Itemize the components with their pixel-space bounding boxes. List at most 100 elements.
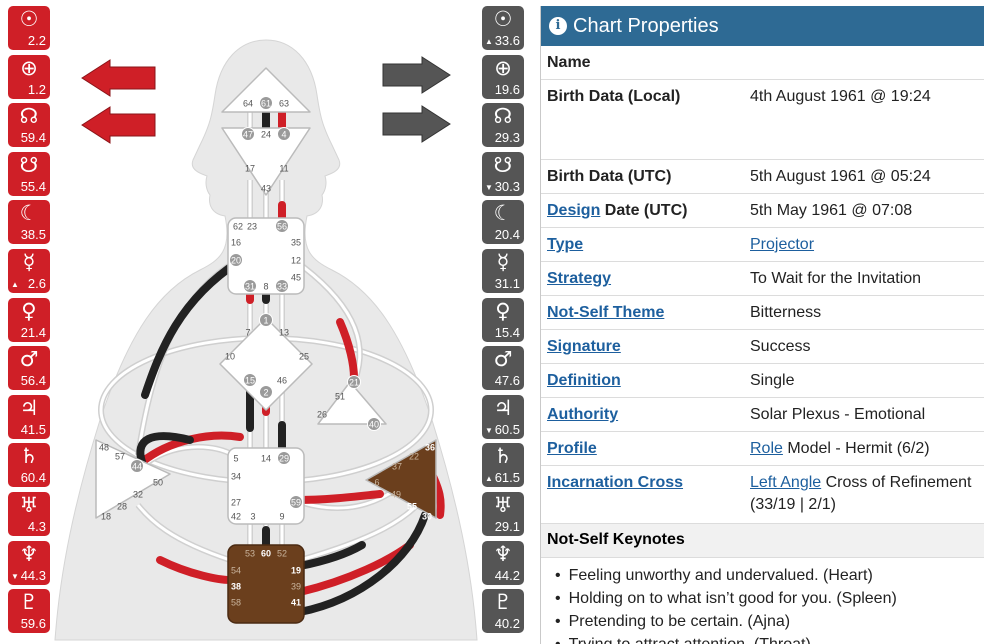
planet-south-node-box[interactable]: ☋55.4 [8, 151, 50, 196]
definition-link[interactable]: Definition [547, 372, 621, 389]
planet-gate-value: 59.6 [20, 616, 46, 632]
planet-north-node-box[interactable]: ☊29.3 [482, 103, 524, 148]
planet-venus-box[interactable]: ♀21.4 [8, 297, 50, 342]
personality-arrows [81, 59, 156, 144]
planet-pluto-box[interactable]: ♇40.2 [482, 589, 524, 634]
planet-neptune-box[interactable]: ♆44.2 [482, 540, 524, 585]
planet-gate-value: 33.6 [494, 33, 520, 48]
planet-south-node-box[interactable]: ☋30.3▼ [482, 151, 524, 196]
throat-center [227, 217, 305, 295]
incarnation-cross-label[interactable]: Incarnation Cross [547, 472, 683, 494]
strategy-label[interactable]: Strategy [547, 268, 611, 290]
gate-46: 46 [277, 376, 287, 386]
planet-jupiter-box[interactable]: ♃60.5▼ [482, 394, 524, 439]
south-node-icon: ☋ [19, 152, 39, 177]
planet-gate-value: 20.4 [494, 227, 520, 243]
gate-5: 5 [233, 454, 238, 464]
gate-32: 32 [133, 490, 143, 500]
not-self-theme-label[interactable]: Not-Self Theme [547, 302, 664, 324]
gate-21: 21 [349, 378, 359, 388]
signature-link[interactable]: Signature [547, 338, 621, 355]
planet-saturn-box[interactable]: ♄60.4 [8, 443, 50, 488]
planet-jupiter-box[interactable]: ♃41.5 [8, 394, 50, 439]
authority-label[interactable]: Authority [547, 404, 618, 426]
planet-sun-box[interactable]: ☉2.2 [8, 6, 50, 50]
type-row: Type Projector [541, 228, 984, 262]
venus-icon: ♀ [495, 298, 511, 323]
incarnation-cross-row: Incarnation Cross Left Angle Cross of Ref… [541, 466, 984, 524]
type-value[interactable]: Projector [750, 234, 982, 256]
incarnation-cross-value-link[interactable]: Left Angle [750, 474, 822, 491]
planet-gate-value: 29.3 [494, 130, 520, 146]
gate-4: 4 [281, 130, 286, 140]
gate-48: 48 [99, 443, 109, 453]
gate-22: 22 [409, 452, 419, 462]
authority-link[interactable]: Authority [547, 406, 619, 423]
type-value-link[interactable]: Projector [750, 236, 815, 253]
g-center [219, 317, 313, 411]
gate-42: 42 [231, 512, 241, 522]
gate-41: 41 [291, 598, 301, 608]
planet-earth-box[interactable]: ⊕1.2 [8, 54, 50, 99]
planet-gate-value: 2.2 [27, 33, 46, 48]
incarnation-cross-link[interactable]: Incarnation Cross [547, 474, 684, 491]
gate-11: 11 [279, 164, 288, 174]
active-channel [292, 490, 384, 504]
planet-mars-box[interactable]: ♂56.4 [8, 346, 50, 391]
gate-57: 57 [115, 452, 125, 462]
neptune-icon: ♆ [19, 541, 39, 566]
planet-gate-value: 44.2 [494, 567, 520, 583]
planet-venus-box[interactable]: ♀15.4 [482, 297, 524, 342]
incarnation-cross-value-rest: Cross of Refinement (33/19 | 2/1) [750, 474, 972, 513]
planet-north-node-box[interactable]: ☊59.4 [8, 103, 50, 148]
planet-uranus-box[interactable]: ♅29.1 [482, 491, 524, 536]
incarnation-cross-value[interactable]: Left Angle Cross of Refinement (33/19 | … [750, 472, 982, 516]
planet-saturn-box[interactable]: ♄61.5▲ [482, 443, 524, 488]
definition-label[interactable]: Definition [547, 370, 621, 392]
planet-earth-box[interactable]: ⊕19.6 [482, 54, 524, 99]
planet-neptune-box[interactable]: ♆44.3▼ [8, 540, 50, 585]
planet-moon-box[interactable]: ☾38.5 [8, 200, 50, 245]
planet-moon-box[interactable]: ☾20.4 [482, 200, 524, 245]
mars-icon: ♂ [493, 347, 513, 372]
not-self-theme-value: Bitterness [750, 304, 822, 321]
design-link[interactable]: Design [547, 202, 601, 219]
planet-gate-value: 2.6 [27, 275, 46, 291]
personality-planet-column: ☉2.2⊕1.2☊59.4☋55.4☾38.5☿2.6▲♀21.4♂56.4♃4… [8, 6, 50, 638]
centers [95, 67, 437, 624]
active-channel [141, 258, 242, 399]
planet-pluto-box[interactable]: ♇59.6 [8, 589, 50, 634]
planet-uranus-box[interactable]: ♅4.3 [8, 491, 50, 536]
strategy-link[interactable]: Strategy [547, 270, 612, 287]
gate-14: 14 [261, 454, 271, 464]
type-link[interactable]: Type [547, 236, 584, 253]
not-self-theme-link[interactable]: Not-Self Theme [547, 304, 665, 321]
detriment-icon: ▼ [485, 425, 493, 435]
type-label[interactable]: Type [547, 234, 583, 256]
planet-gate-value: 60.5 [494, 421, 520, 437]
detriment-icon: ▼ [485, 182, 493, 192]
planet-mercury-box[interactable]: ☿2.6▲ [8, 248, 50, 293]
design-label[interactable]: Design Date (UTC) [547, 200, 687, 222]
planet-mercury-box[interactable]: ☿31.1 [482, 248, 524, 293]
gate-15: 15 [245, 376, 255, 386]
gate-47: 47 [243, 130, 253, 140]
gate-16: 16 [231, 238, 241, 248]
planet-mars-box[interactable]: ♂47.6 [482, 346, 524, 391]
gate-18: 18 [101, 512, 111, 522]
profile-label[interactable]: Profile [547, 438, 597, 460]
info-icon[interactable]: i [549, 17, 567, 35]
south-node-icon: ☋ [493, 152, 513, 177]
profile-value-link[interactable]: Role [750, 440, 783, 457]
gate-1: 1 [263, 316, 268, 326]
exalted-icon: ▲ [485, 474, 493, 484]
gate-63: 63 [279, 99, 289, 109]
profile-value[interactable]: Role Model - Hermit (6/2) [750, 438, 982, 460]
mars-icon: ♂ [19, 347, 39, 372]
planet-sun-box[interactable]: ☉33.6▲ [482, 6, 524, 50]
signature-label[interactable]: Signature [547, 336, 621, 358]
profile-link[interactable]: Profile [547, 440, 597, 457]
gate-25: 25 [299, 352, 309, 362]
